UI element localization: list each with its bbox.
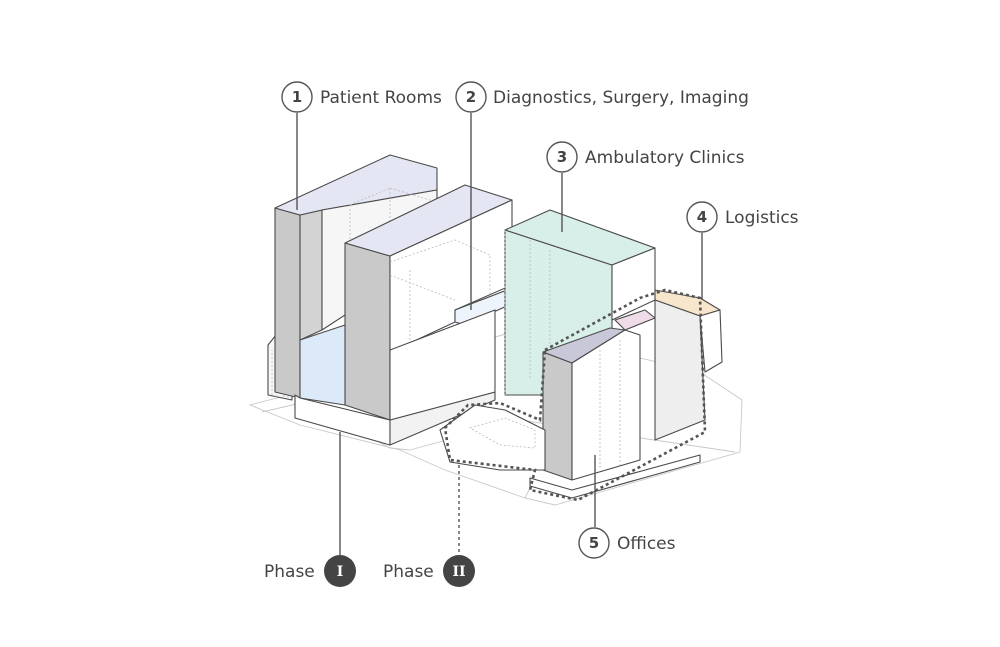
callout-4-label: Logistics [725,208,799,228]
callout-3-number: 3 [557,148,567,166]
phase-one-badge [324,555,356,587]
callout-4-number: 4 [697,208,707,226]
callout-logistics: 4 Logistics [686,201,799,233]
plaza-ramp [439,404,546,471]
logistics-building [654,289,723,441]
diagnostics-building [299,184,521,421]
phase-two-numeral: II [452,564,465,580]
callout-ambulatory-clinics: 3 Ambulatory Clinics [546,141,745,173]
phase-two-boundary [443,288,707,502]
callout-3-circle [546,141,578,173]
callout-2-circle [455,81,487,113]
offices-building [529,309,701,499]
callout-offices: 5 Offices [578,527,676,559]
callout-4-circle [686,201,718,233]
callout-1-label: Patient Rooms [320,88,442,108]
callout-1-number: 1 [292,88,302,106]
leader-lines [296,113,703,555]
callout-1-circle [281,81,313,113]
phase-one-label: Phase [264,562,315,582]
phase-one-numeral: I [337,564,344,580]
callout-2-label: Diagnostics, Surgery, Imaging [493,88,749,108]
phase-two-marker: Phase II [383,555,475,587]
callout-3-label: Ambulatory Clinics [585,148,745,168]
phase-two-label: Phase [383,562,434,582]
phase-one-marker: Phase I [264,555,356,587]
phase-one-podium [294,309,496,446]
callout-2-number: 2 [466,88,476,106]
callout-patient-rooms: 1 Patient Rooms [281,81,442,113]
phase-two-badge [443,555,475,587]
callout-5-circle [578,527,610,559]
callout-5-label: Offices [617,534,676,554]
callout-5-number: 5 [589,534,599,552]
callout-diagnostics: 2 Diagnostics, Surgery, Imaging [455,81,749,113]
